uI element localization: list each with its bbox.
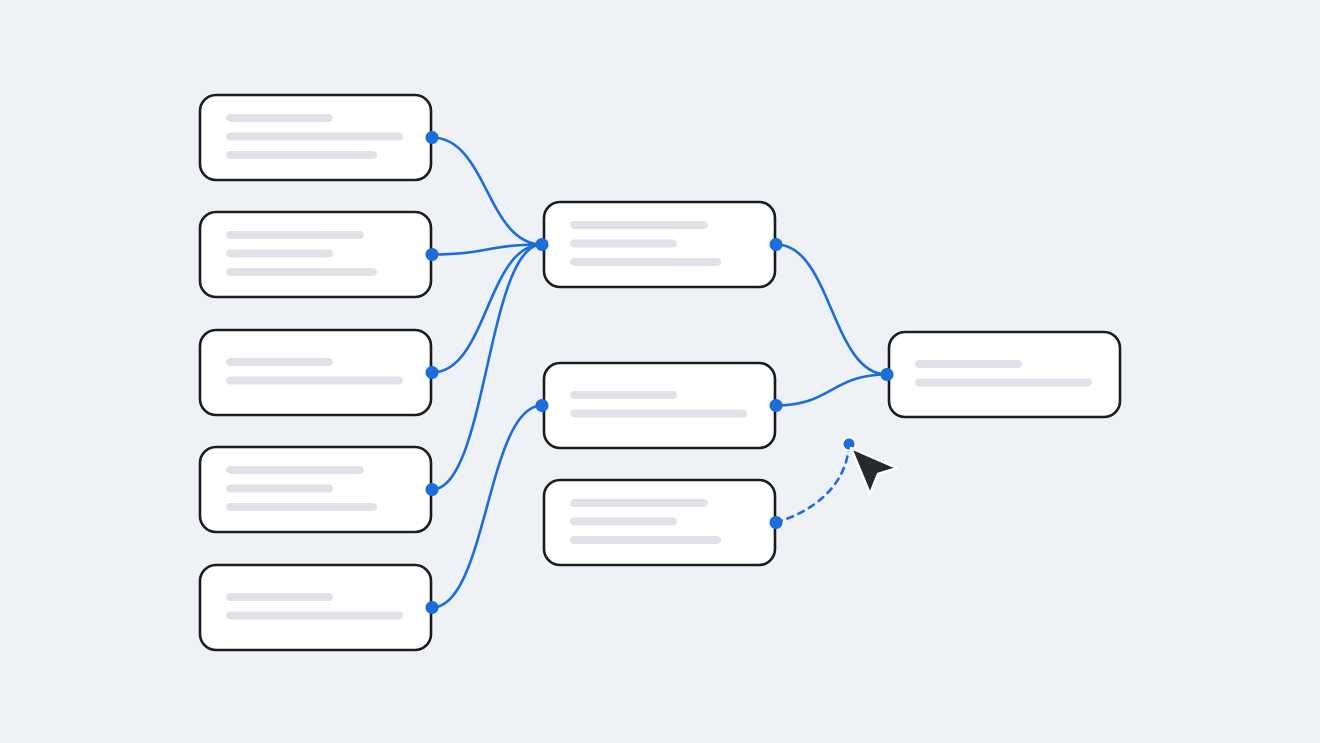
placeholder-line (570, 536, 721, 544)
placeholder-line (226, 268, 377, 276)
placeholder-line (226, 466, 364, 474)
node-card-source-4[interactable] (198, 445, 439, 534)
placeholder-line (226, 358, 333, 366)
connection-line[interactable] (430, 243, 544, 374)
placeholder-line (570, 499, 708, 507)
input-port[interactable] (535, 399, 549, 412)
placeholder-line (570, 391, 677, 399)
output-port[interactable] (769, 516, 783, 529)
connection-line[interactable] (430, 404, 544, 609)
placeholder-line (915, 378, 1092, 387)
placeholder-line (226, 132, 403, 141)
placeholder-line (226, 114, 333, 122)
pending-connection-line[interactable] (774, 442, 851, 524)
placeholder-line (226, 484, 333, 493)
placeholder-line (226, 151, 377, 159)
output-port[interactable] (425, 248, 439, 261)
node-card-target[interactable] (880, 330, 1122, 419)
node-card-source-5[interactable] (198, 563, 439, 652)
node-card-merge-1[interactable] (535, 200, 783, 289)
connection-line[interactable] (430, 136, 544, 246)
placeholder-line (570, 517, 677, 526)
output-port[interactable] (425, 483, 439, 496)
output-port[interactable] (425, 366, 439, 379)
output-port[interactable] (769, 399, 783, 412)
placeholder-line (570, 239, 677, 248)
node-card-source-2[interactable] (198, 210, 439, 299)
input-port[interactable] (880, 368, 894, 381)
placeholder-line (226, 249, 333, 258)
node-card-pending[interactable] (542, 478, 783, 567)
placeholder-line (226, 611, 403, 620)
node-card-merge-2[interactable] (535, 361, 783, 450)
arrow-cursor-icon (849, 446, 899, 496)
input-port[interactable] (535, 238, 549, 251)
connection-line[interactable] (774, 243, 889, 376)
output-port[interactable] (425, 601, 439, 614)
placeholder-line (226, 376, 403, 385)
placeholder-line (226, 503, 377, 511)
output-port[interactable] (769, 238, 783, 251)
placeholder-line (226, 593, 333, 601)
connection-line[interactable] (430, 243, 544, 491)
placeholder-line (570, 221, 708, 229)
node-card-source-1[interactable] (198, 93, 439, 182)
placeholder-line (226, 231, 364, 239)
connection-line[interactable] (430, 243, 544, 256)
placeholder-line (915, 360, 1022, 368)
node-card-source-3[interactable] (198, 328, 439, 417)
connection-line[interactable] (774, 373, 889, 407)
output-port[interactable] (425, 131, 439, 144)
placeholder-line (570, 258, 721, 266)
placeholder-line (570, 409, 747, 418)
